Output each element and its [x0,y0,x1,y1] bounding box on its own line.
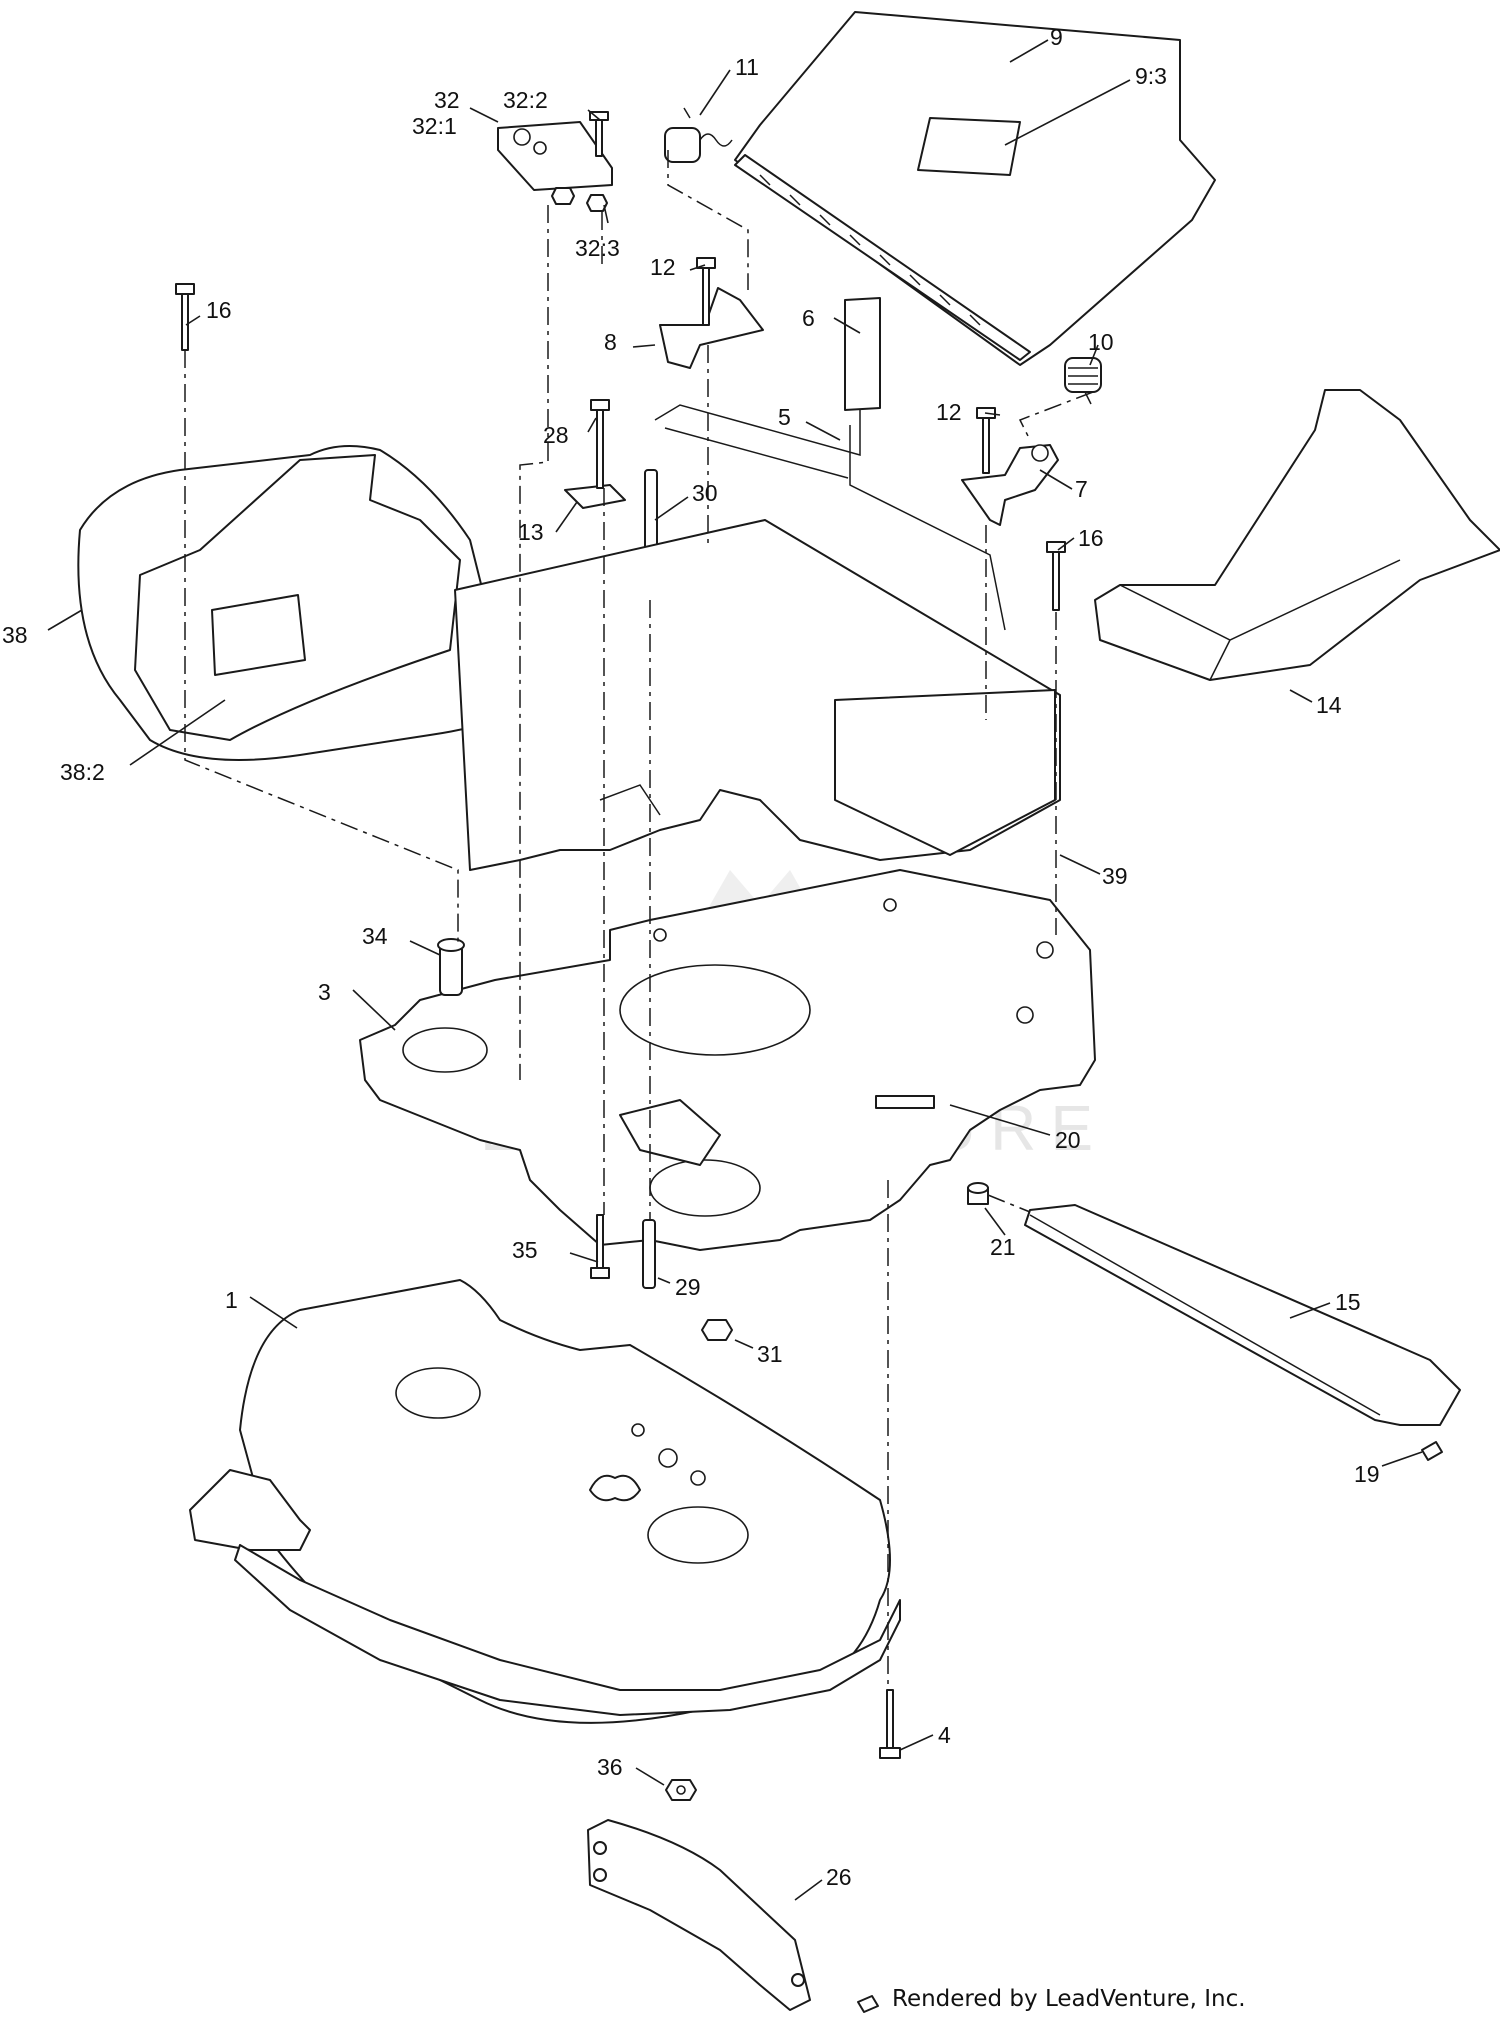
part-4-bolt [879,1689,901,1759]
callout-8: 8 [604,329,617,355]
callout-10: 10 [1088,329,1114,355]
callout-16-left: 16 [206,297,232,323]
leader-lines [47,39,1423,1901]
part-10-spring [1064,357,1102,405]
part-16-bolt-left [175,283,195,351]
callout-19: 19 [1354,1461,1380,1487]
part-13-plate [564,399,626,509]
part-26-shield [587,1819,879,2013]
callout-31: 31 [757,1341,783,1367]
part-15-bar [1024,1204,1461,1426]
callout-29: 29 [675,1274,701,1300]
part-5-lever [654,297,1006,631]
part-29-rod [642,1219,656,1289]
rendered-by-credit: Rendered by LeadVenture, Inc. [892,1986,1246,2012]
callout-15: 15 [1335,1289,1361,1315]
callout-32-1: 32:1 [412,113,457,139]
part-21-cap [967,1182,989,1205]
callout-9: 9 [1050,24,1063,50]
part-31-nut [701,1319,733,1341]
callout-32-2: 32:2 [503,87,548,113]
callout-16-right: 16 [1078,525,1104,551]
callout-28: 28 [543,422,569,448]
callout-35: 35 [512,1237,538,1263]
callout-38-2: 38:2 [60,759,105,785]
callout-5: 5 [778,404,791,430]
part-11-spring [664,107,733,163]
callout-13: 13 [518,519,544,545]
callout-4: 4 [938,1722,951,1748]
callout-34: 34 [362,923,388,949]
callout-32-3: 32:3 [575,235,620,261]
callout-9-3: 9:3 [1135,63,1167,89]
part-14-tray [1094,389,1500,681]
callout-36: 36 [597,1754,623,1780]
callout-39: 39 [1102,863,1128,889]
part-35-bolt [590,1214,610,1279]
callout-20: 20 [1055,1127,1081,1153]
part-32-bracket [497,111,613,212]
callout-1: 1 [225,1287,238,1313]
part-34-pin [437,938,465,996]
part-19-screw [1421,1441,1443,1461]
part-3-deck-plate [359,869,1096,1251]
part-8-bracket [659,257,764,369]
part-1-mower-deck [189,1279,901,1724]
callout-7: 7 [1075,476,1088,502]
callout-21: 21 [990,1234,1016,1260]
part-39-frame [454,519,1061,871]
part-7-bracket [961,407,1059,526]
callout-38: 38 [2,622,28,648]
callout-11: 11 [735,54,759,80]
callout-labels: 9 9:3 11 32 32:2 32:1 32:3 12 16 8 6 10 … [2,24,1380,1890]
part-36-nut [665,1779,697,1801]
callout-26: 26 [826,1864,852,1890]
callout-14: 14 [1316,692,1342,718]
assembly-lines [184,150,1094,1690]
callout-6: 6 [802,305,815,331]
callout-30: 30 [692,480,718,506]
callout-32: 32 [434,87,460,113]
part-9-cover [734,11,1216,366]
callout-12-upper: 12 [650,254,676,280]
part-16-bolt-right [1046,541,1066,611]
callout-12-lower: 12 [936,399,962,425]
callout-3: 3 [318,979,331,1005]
